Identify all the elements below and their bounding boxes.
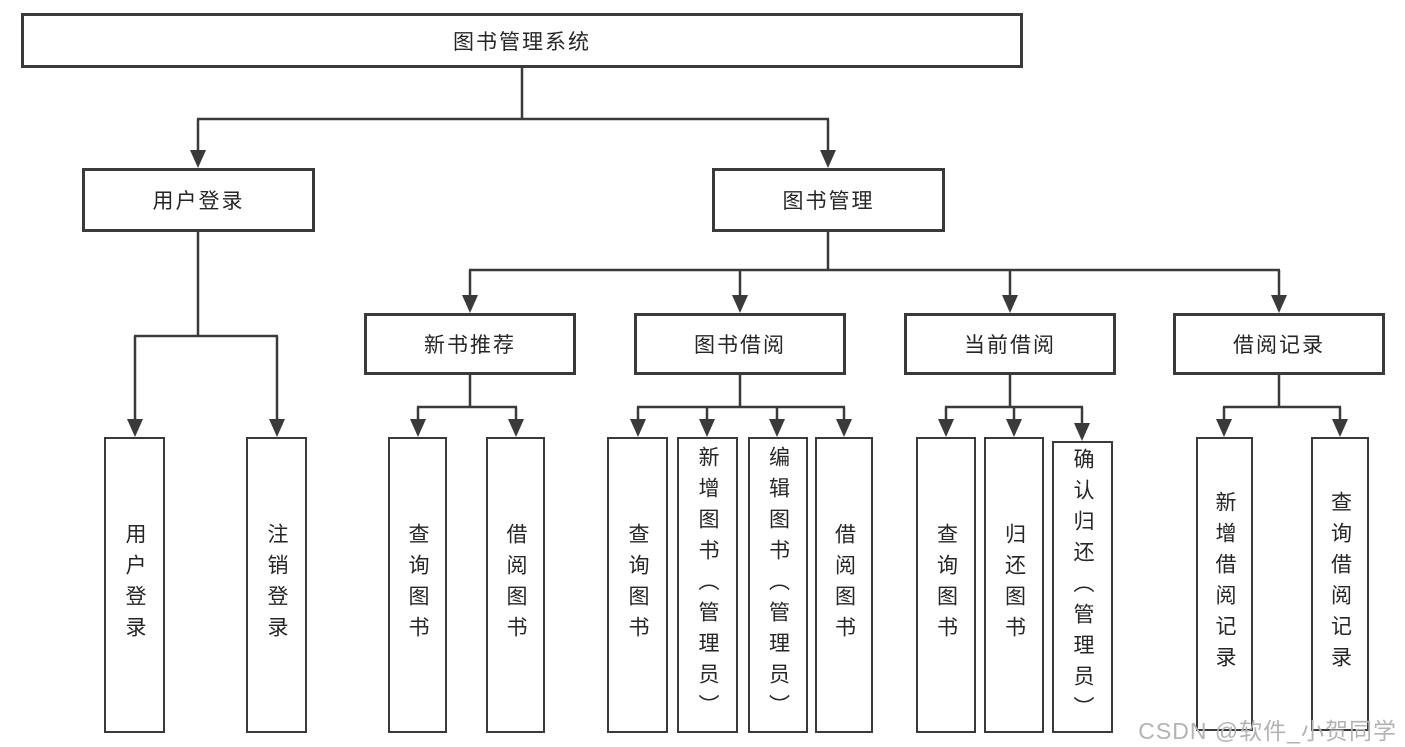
root-node-library-system: 图书管理系统 [21,13,1023,68]
leaf-node-query-books-newbooks: 查询图书 [388,437,447,733]
leaf-node-borrow-books-newbooks: 借阅图书 [486,437,545,733]
leaf-node-query-borrow-record: 查询借阅记录 [1311,437,1369,731]
section-node-current-borrow: 当前借阅 [904,313,1116,375]
section-node-borrowing: 图书借阅 [634,313,846,375]
leaf-node-logout: 注销登录 [246,437,307,733]
leaf-node-user-login: 用户登录 [104,437,165,733]
section-node-new-books: 新书推荐 [364,313,576,375]
leaf-node-confirm-return-admin: 确认归还（管理员） [1052,441,1113,733]
leaf-node-query-books-current: 查询图书 [916,437,976,733]
leaf-node-query-books-borrowing: 查询图书 [607,437,668,733]
leaf-node-add-books-admin: 新增图书（管理员） [677,437,738,733]
leaf-node-borrow-books-borrowing: 借阅图书 [815,437,873,733]
section-node-borrow-records: 借阅记录 [1173,313,1385,375]
leaf-node-return-books: 归还图书 [984,437,1044,733]
leaf-node-add-borrow-record: 新增借阅记录 [1196,437,1253,731]
csdn-watermark: CSDN @软件_小贺同学 [1138,718,1397,744]
leaf-node-edit-books-admin: 编辑图书（管理员） [748,437,808,733]
branch-node-book-management: 图书管理 [712,168,945,232]
branch-node-user-login: 用户登录 [82,168,315,232]
